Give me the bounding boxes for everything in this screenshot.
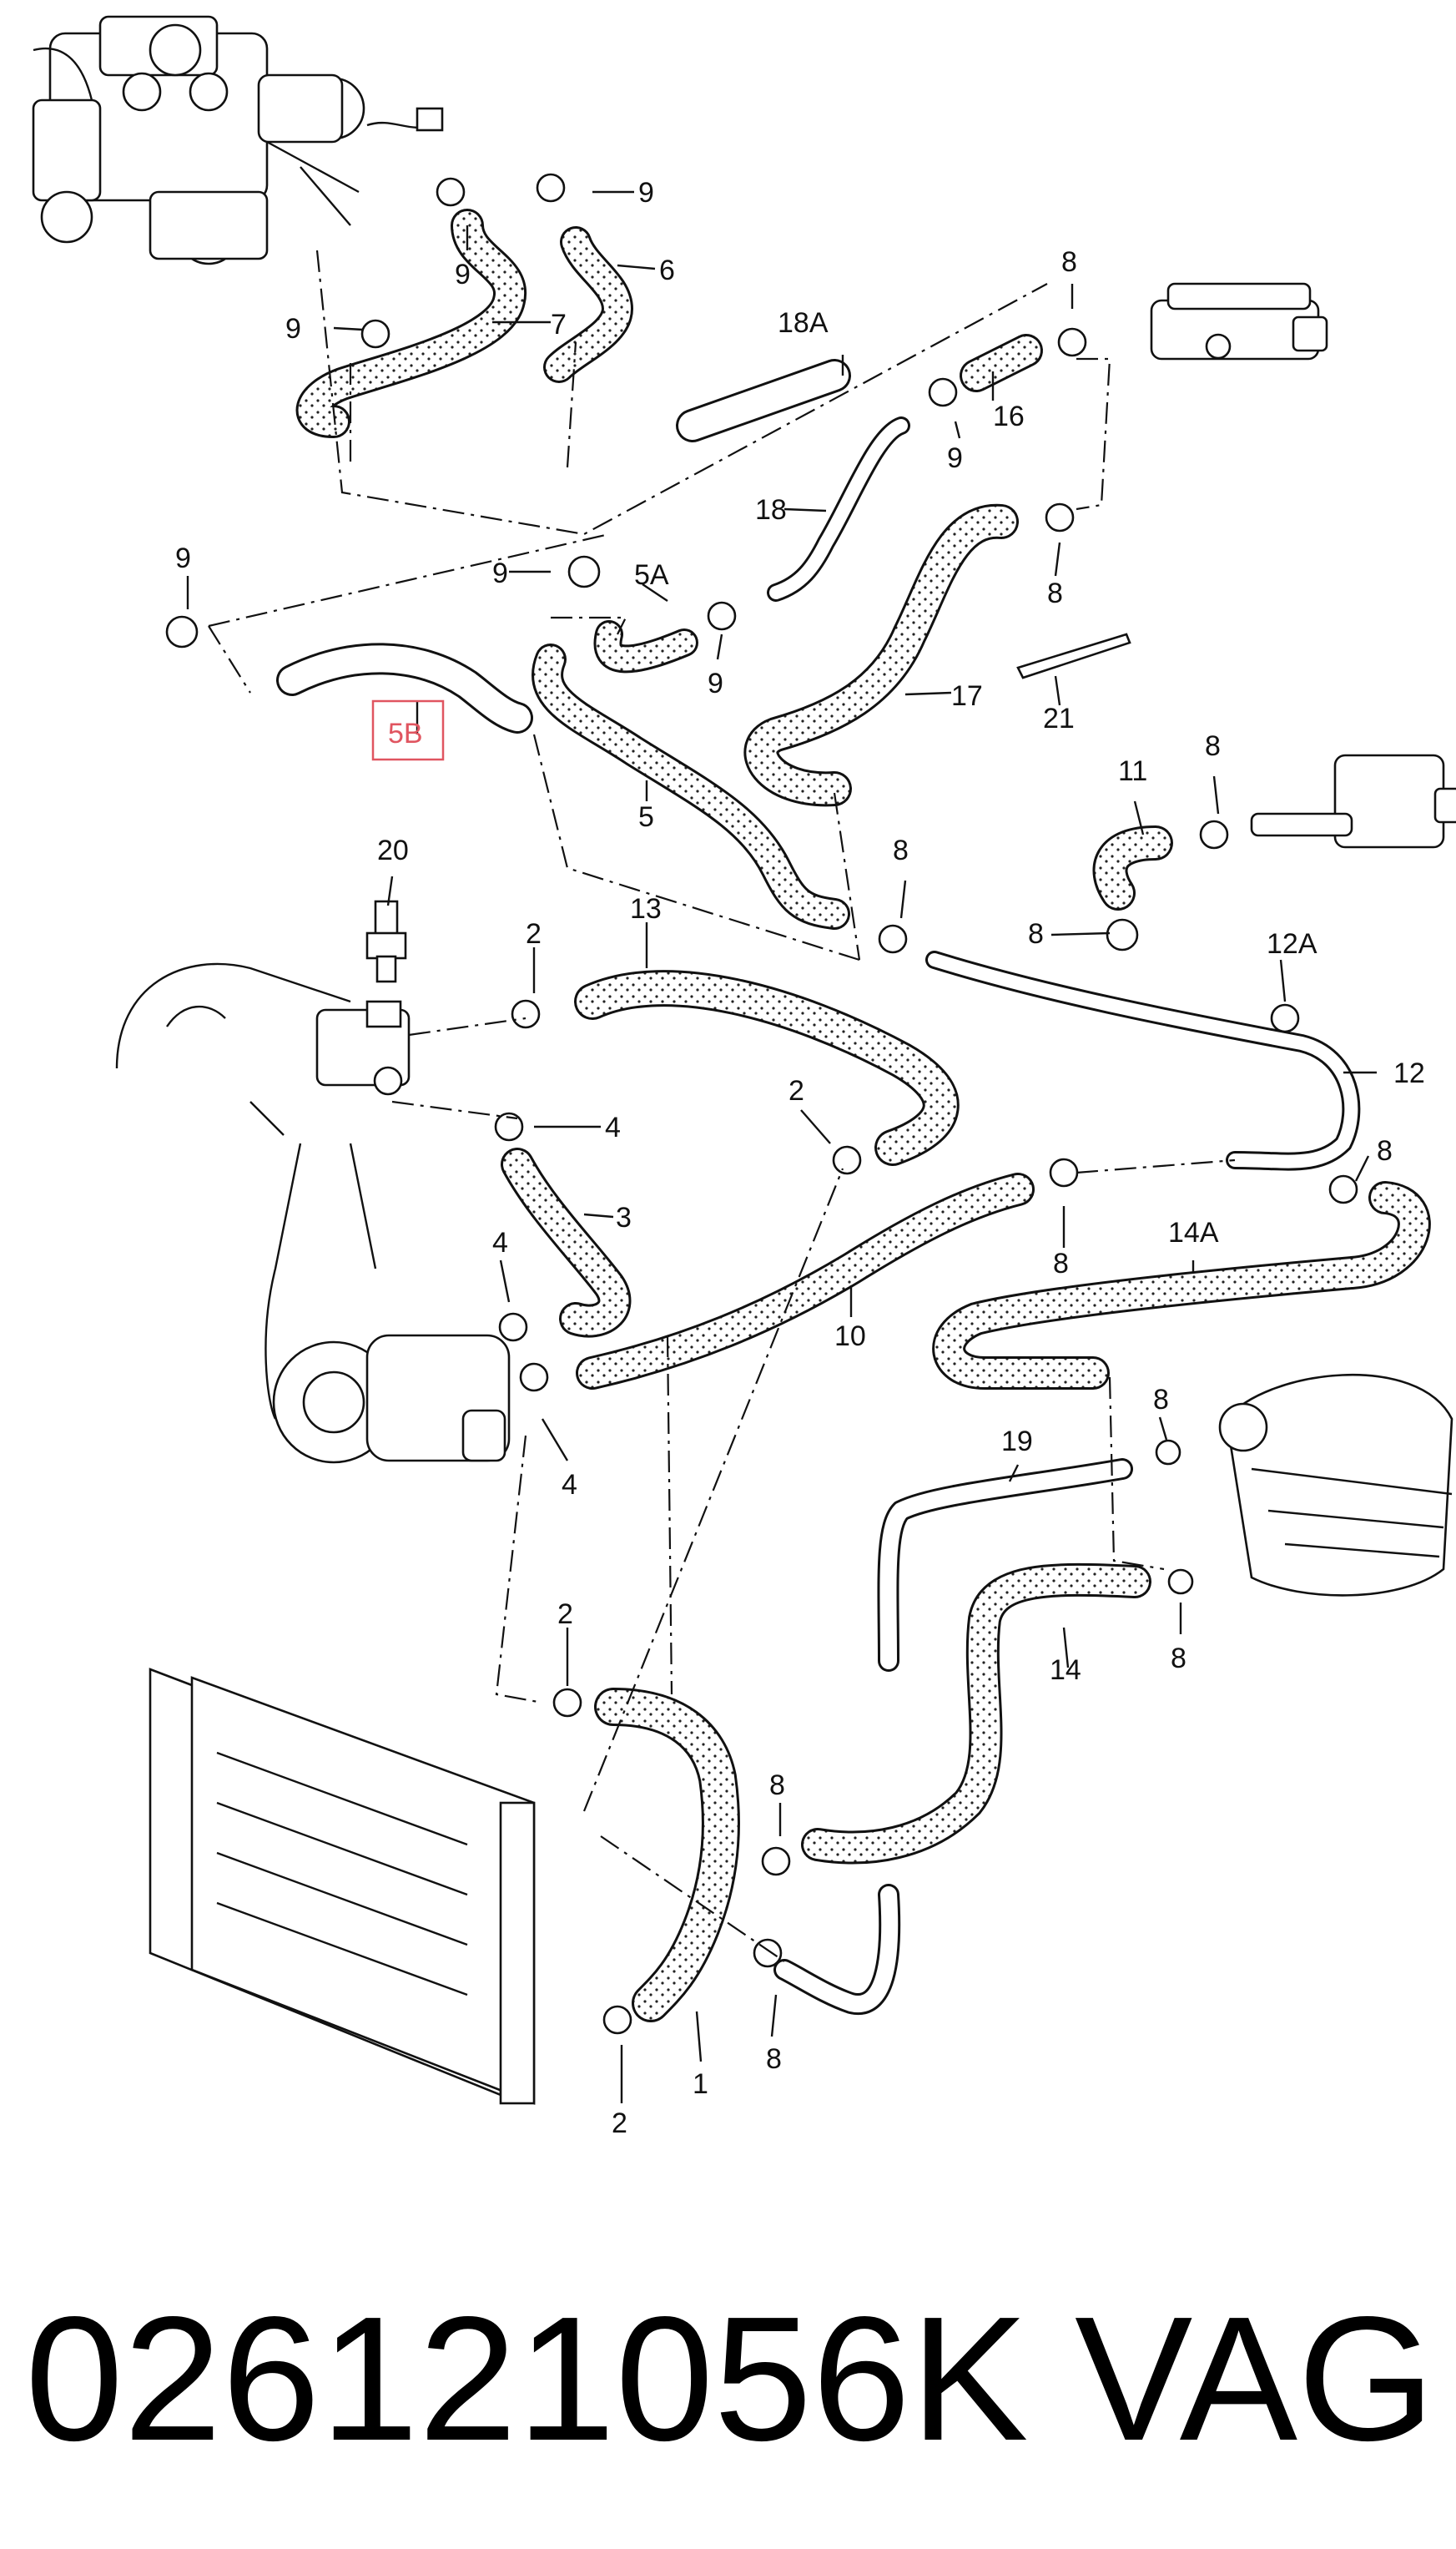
callout-11: 11 <box>1118 755 1147 787</box>
callout-18: 18 <box>755 494 787 526</box>
callout-2: 2 <box>557 1598 573 1630</box>
heater-valve <box>1150 282 1328 361</box>
clamp-9 <box>567 555 601 588</box>
clamp-9 <box>536 173 566 203</box>
callout-12: 12 <box>1393 1057 1425 1089</box>
clamp-4 <box>494 1112 524 1142</box>
callout-8: 8 <box>1028 918 1044 950</box>
clamp-9 <box>436 177 466 207</box>
callout-20: 20 <box>377 835 409 866</box>
clamp-2 <box>552 1688 582 1718</box>
carburetor-assembly <box>32 15 444 265</box>
callout-16: 16 <box>993 401 1025 432</box>
clamp-8 <box>1106 918 1139 951</box>
temp-sensor-20 <box>365 900 407 983</box>
cooling-hose-diagram: 7 6 9 9 9 18A 16 9 8 8 18 9 9 5A 9 17 21… <box>32 15 1456 2139</box>
washer-12a <box>1270 1003 1300 1033</box>
clamp-9 <box>360 319 390 349</box>
clamp-8 <box>1045 502 1075 533</box>
callout-5b: 5B <box>388 718 423 750</box>
callout-8: 8 <box>769 1769 785 1801</box>
callout-21: 21 <box>1043 703 1075 734</box>
callout-8: 8 <box>1153 1384 1169 1416</box>
clamp-8 <box>761 1846 791 1876</box>
coolant-reservoir <box>1218 1373 1453 1597</box>
clamp-2 <box>511 999 541 1029</box>
callout-2: 2 <box>612 2107 627 2139</box>
clamp-9 <box>707 601 737 631</box>
callout-5a: 5A <box>634 559 669 591</box>
callout-8: 8 <box>1377 1135 1393 1167</box>
clamp-8 <box>1155 1439 1181 1466</box>
clamp-8 <box>1199 820 1229 850</box>
callout-8: 8 <box>1061 246 1077 278</box>
callout-10: 10 <box>834 1320 866 1352</box>
brand-name: VAG <box>1075 2279 1435 2477</box>
clamp-8 <box>1328 1174 1358 1204</box>
clamp-4 <box>519 1362 549 1392</box>
clamp-4 <box>498 1312 528 1342</box>
clamp-9 <box>165 615 199 649</box>
callout-8: 8 <box>1205 730 1221 762</box>
callout-4: 4 <box>605 1112 621 1143</box>
callout-14a: 14A <box>1168 1217 1219 1249</box>
callout-9: 9 <box>638 177 654 209</box>
clamp-2 <box>832 1145 862 1175</box>
callout-6: 6 <box>659 255 675 286</box>
callout-8: 8 <box>1171 1643 1186 1674</box>
callout-14: 14 <box>1050 1654 1081 1686</box>
callout-5b-highlight <box>371 699 445 761</box>
clamp-8 <box>753 1938 783 1968</box>
thermostat-housing <box>1250 754 1456 849</box>
clamp-8 <box>1057 327 1087 357</box>
callout-8: 8 <box>1053 1248 1069 1280</box>
callout-12a: 12A <box>1267 928 1317 960</box>
callout-19: 19 <box>1001 1426 1033 1457</box>
callout-8: 8 <box>766 2043 782 2075</box>
clamp-2 <box>602 2005 632 2035</box>
callout-9: 9 <box>947 442 963 474</box>
callout-9: 9 <box>708 668 723 699</box>
pipe-12 <box>925 951 1361 1171</box>
part-number-footer: 026121056K VAG <box>25 2254 1435 2504</box>
callout-9: 9 <box>492 558 508 589</box>
clamp-8 <box>1049 1158 1079 1188</box>
part-number: 026121056K <box>25 2279 1029 2477</box>
clamp-8 <box>1167 1568 1194 1595</box>
clamp-8 <box>878 924 908 954</box>
engine-block <box>115 962 351 1136</box>
coolant-flange <box>315 1000 411 1096</box>
callout-18a: 18A <box>778 307 829 339</box>
water-pump <box>264 1143 511 1464</box>
callout-9: 9 <box>455 259 471 290</box>
callout-2: 2 <box>526 918 542 950</box>
cable-tie-21 <box>1016 633 1131 679</box>
callout-17: 17 <box>951 680 983 712</box>
callout-4: 4 <box>562 1469 577 1501</box>
callout-1: 1 <box>693 2068 708 2100</box>
callout-9: 9 <box>175 543 191 574</box>
callout-13: 13 <box>630 893 662 925</box>
callout-9: 9 <box>285 313 301 345</box>
callout-8: 8 <box>893 835 909 866</box>
callout-8: 8 <box>1047 578 1063 609</box>
callout-2: 2 <box>788 1075 804 1107</box>
clamp-9 <box>928 377 958 407</box>
callout-5: 5 <box>638 801 654 833</box>
callout-4: 4 <box>492 1227 508 1259</box>
radiator <box>149 1668 536 2105</box>
callout-7: 7 <box>551 309 567 341</box>
callout-3: 3 <box>616 1202 632 1234</box>
